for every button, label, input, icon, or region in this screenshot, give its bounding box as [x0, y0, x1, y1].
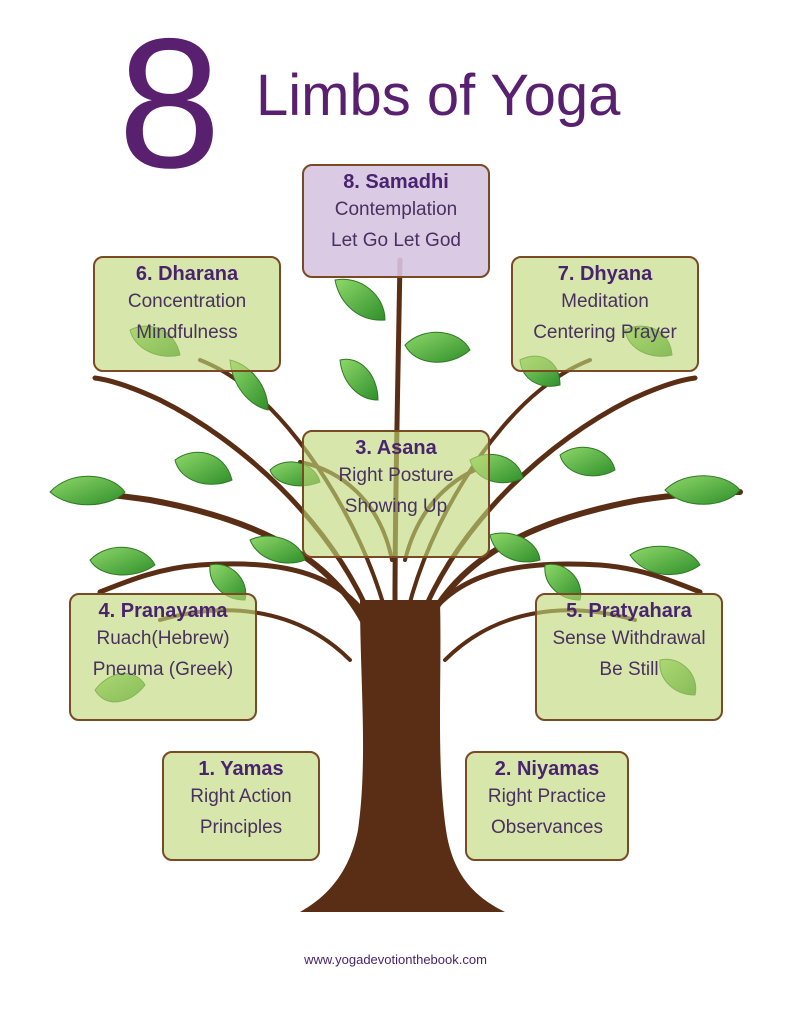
limb-box-samadhi: 8. Samadhi Contemplation Let Go Let God: [302, 164, 490, 278]
limb-name: 6. Dharana: [135, 263, 239, 285]
limb-name: 5. Pratyahara: [566, 600, 692, 622]
limb-line: Ruach(Hebrew): [96, 628, 230, 649]
limb-line: Showing Up: [344, 496, 448, 517]
limb-line: Be Still: [599, 659, 659, 680]
tree-trunk: [300, 600, 505, 912]
limb-box-yamas: 1. Yamas Right Action Principles: [162, 751, 320, 861]
limb-name: 1. Yamas: [198, 758, 284, 780]
limb-line: Centering Prayer: [533, 322, 677, 343]
limb-line: Principles: [199, 817, 283, 838]
footer-url: www.yogadevotionthebook.com: [304, 952, 487, 967]
limb-name: 7. Dhyana: [557, 263, 653, 285]
limb-name: 3. Asana: [355, 437, 437, 459]
limb-line: Contemplation: [334, 199, 458, 220]
limb-line: Sense Withdrawal: [552, 628, 706, 649]
limb-box-pratyahara: 5. Pratyahara Sense Withdrawal Be Still: [535, 593, 723, 721]
limb-line: Right Practice: [487, 786, 607, 807]
limb-box-dhyana: 7. Dhyana Meditation Centering Prayer: [511, 256, 699, 372]
limb-name: 2. Niyamas: [494, 758, 600, 780]
title-number: 8: [118, 1, 221, 207]
limb-line: Pneuma (Greek): [92, 659, 234, 680]
limb-box-asana: 3. Asana Right Posture Showing Up: [302, 430, 490, 558]
page-title: Limbs of Yoga: [256, 63, 621, 128]
limb-box-niyamas: 2. Niyamas Right Practice Observances: [465, 751, 629, 861]
limb-line: Mindfulness: [136, 322, 238, 343]
limb-line: Let Go Let God: [331, 230, 461, 251]
limb-box-dharana: 6. Dharana Concentration Mindfulness: [93, 256, 281, 372]
limb-line: Right Posture: [338, 465, 454, 486]
limb-line: Right Action: [190, 786, 292, 807]
limb-line: Meditation: [561, 291, 649, 312]
limb-box-pranayama: 4. Pranayama Ruach(Hebrew) Pneuma (Greek…: [69, 593, 257, 721]
limb-line: Observances: [491, 817, 603, 838]
limb-name: 8. Samadhi: [343, 171, 449, 193]
limb-name: 4. Pranayama: [98, 600, 228, 622]
limb-line: Concentration: [127, 291, 247, 312]
